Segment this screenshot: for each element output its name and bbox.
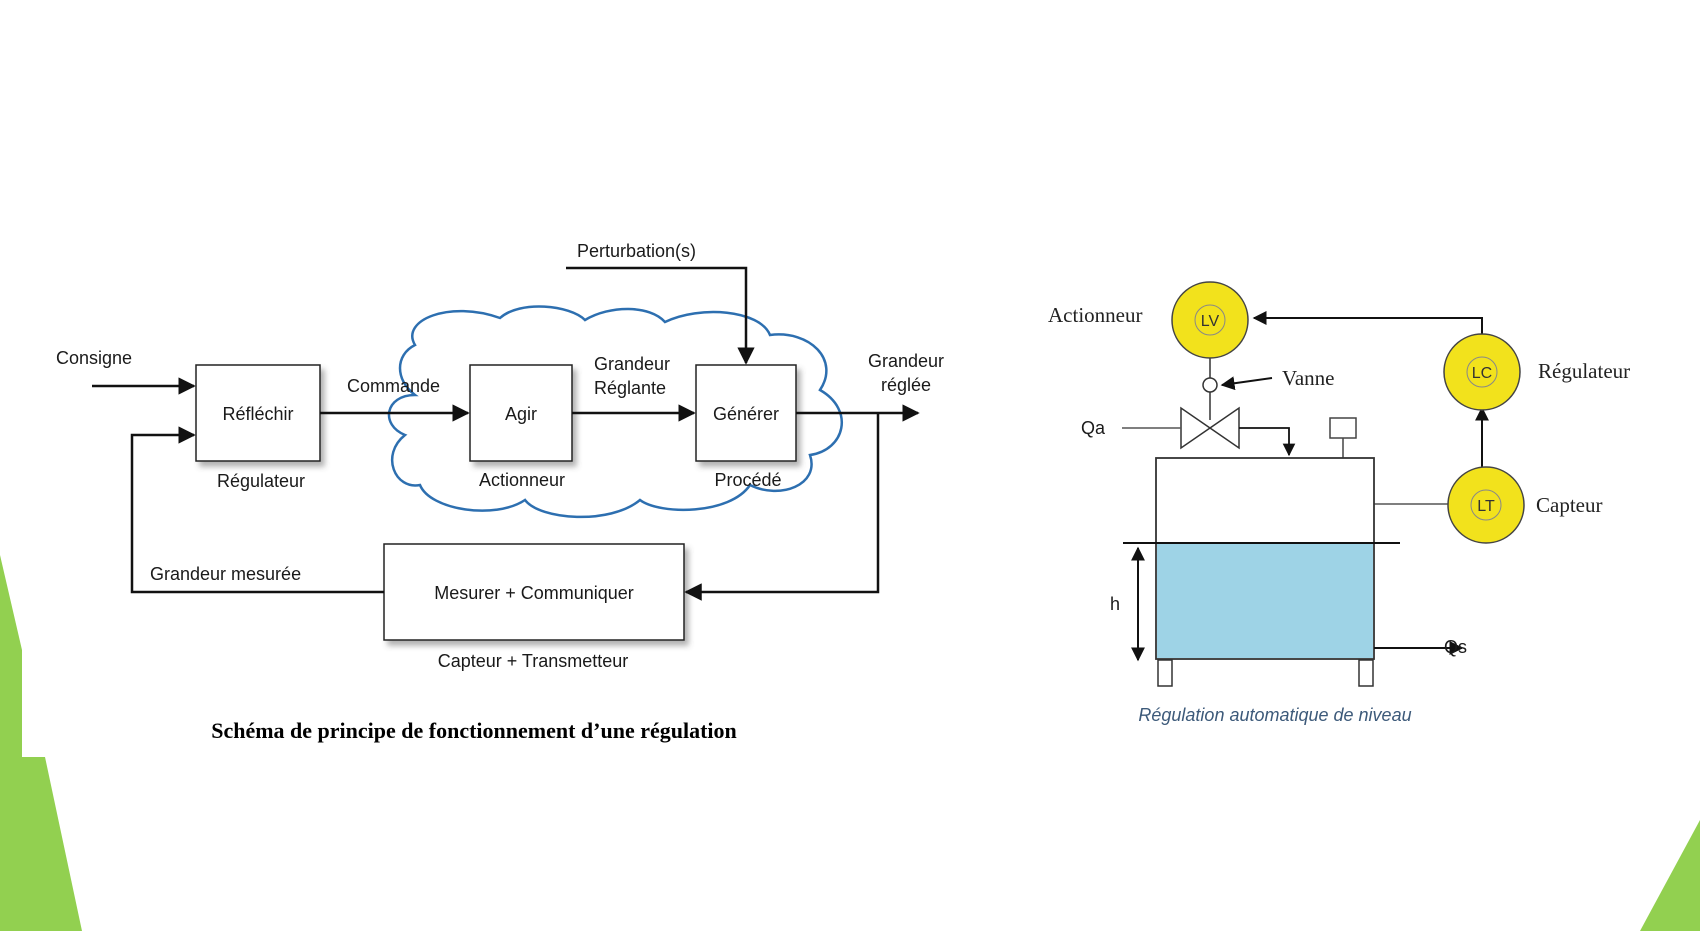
command-label: Commande <box>347 376 440 396</box>
lv-label: LV <box>1201 313 1220 330</box>
controlled-label-line1: Grandeur <box>868 351 944 371</box>
block-reflechir-label: Réfléchir <box>222 404 293 424</box>
lv-instrument: LV <box>1171 281 1249 359</box>
block-generer-label: Générer <box>713 404 779 424</box>
tank-liquid <box>1157 544 1373 658</box>
sensor-label: Capteur <box>1536 493 1602 517</box>
lc-label: LC <box>1472 365 1492 382</box>
setpoint-label: Consigne <box>56 348 132 368</box>
lc-to-lv-line <box>1252 311 1483 359</box>
tank-diagram: h Qs Qa LV LC LT Actionneur Vanne Régula… <box>1048 281 1630 725</box>
measured-feedback-arrow <box>130 426 384 594</box>
outflow-label: Qs <box>1444 637 1467 657</box>
level-label: h <box>1110 594 1120 614</box>
valve-pointer-arrow <box>1220 376 1273 391</box>
disturbance-label: Perturbation(s) <box>577 241 696 261</box>
block-agir <box>469 364 573 462</box>
block-generer <box>695 364 797 462</box>
role-regulateur: Régulateur <box>217 471 305 491</box>
green-corner-right <box>1640 820 1700 931</box>
feedback-to-sensor-arrow <box>684 413 880 601</box>
tank-leg-right <box>1358 659 1374 687</box>
valve-actuator-icon <box>1202 377 1218 393</box>
measured-label: Grandeur mesurée <box>150 564 301 584</box>
role-procede: Procédé <box>714 470 781 490</box>
manipulated-label-line1: Grandeur <box>594 354 670 374</box>
tank-vent <box>1329 417 1357 439</box>
block-agir-label: Agir <box>505 404 537 424</box>
actuator-label: Actionneur <box>1048 303 1142 327</box>
tank <box>1155 457 1375 660</box>
tank-leg-left <box>1157 659 1173 687</box>
role-actionneur: Actionneur <box>479 470 565 490</box>
block-diagram: Réfléchir Agir Générer Mesurer + Communi… <box>56 241 944 743</box>
tank-diagram-caption: Régulation automatique de niveau <box>1138 705 1411 725</box>
controlled-label-line2: réglée <box>881 375 931 395</box>
process-cloud <box>387 305 843 519</box>
manipulated-label-line2: Réglante <box>594 378 666 398</box>
block-mesurer-label: Mesurer + Communiquer <box>434 583 634 603</box>
green-corner-left <box>0 555 82 931</box>
lt-instrument: LT <box>1447 466 1525 544</box>
inflow-label: Qa <box>1081 418 1106 438</box>
lc-instrument: LC <box>1443 333 1521 411</box>
disturbance-arrow <box>566 266 755 365</box>
lt-label: LT <box>1477 498 1495 515</box>
block-mesurer <box>383 543 685 641</box>
valve-label: Vanne <box>1282 366 1334 390</box>
inflow-into-tank-arrow <box>1239 427 1296 457</box>
role-capteur: Capteur + Transmetteur <box>438 651 629 671</box>
block-diagram-caption: Schéma de principe de fonctionnement d’u… <box>211 718 737 743</box>
controller-label: Régulateur <box>1538 359 1630 383</box>
